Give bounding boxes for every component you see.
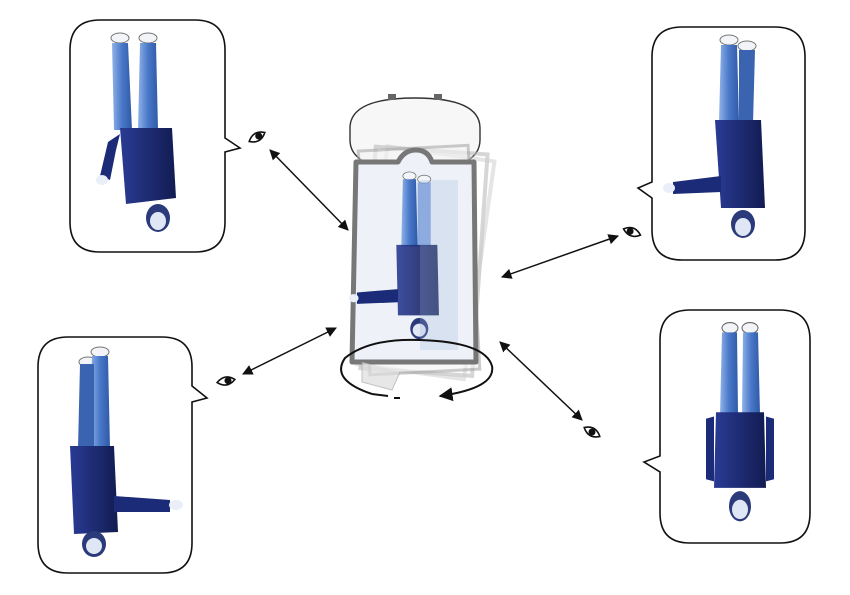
eye-icon <box>215 376 237 386</box>
eye-icon <box>622 226 642 238</box>
view-panel-top-right <box>501 26 806 279</box>
speech-bubble <box>37 336 209 574</box>
view-panel-top-left <box>69 19 349 253</box>
person-figure <box>663 34 765 238</box>
person-figure <box>70 346 183 557</box>
double-arrow-icon <box>501 234 619 279</box>
person-figure <box>348 171 439 340</box>
eye-icon <box>248 131 266 143</box>
double-arrow-icon <box>242 327 337 375</box>
eye-icon <box>583 426 601 438</box>
double-arrow-icon <box>269 149 349 231</box>
double-arrow-icon <box>499 341 583 421</box>
rotating-capture-device <box>340 94 497 402</box>
view-panel-bottom-left <box>37 327 337 574</box>
view-panel-bottom-right <box>499 309 811 544</box>
rotation-arrow-icon <box>340 338 494 402</box>
person-figure <box>96 32 176 232</box>
